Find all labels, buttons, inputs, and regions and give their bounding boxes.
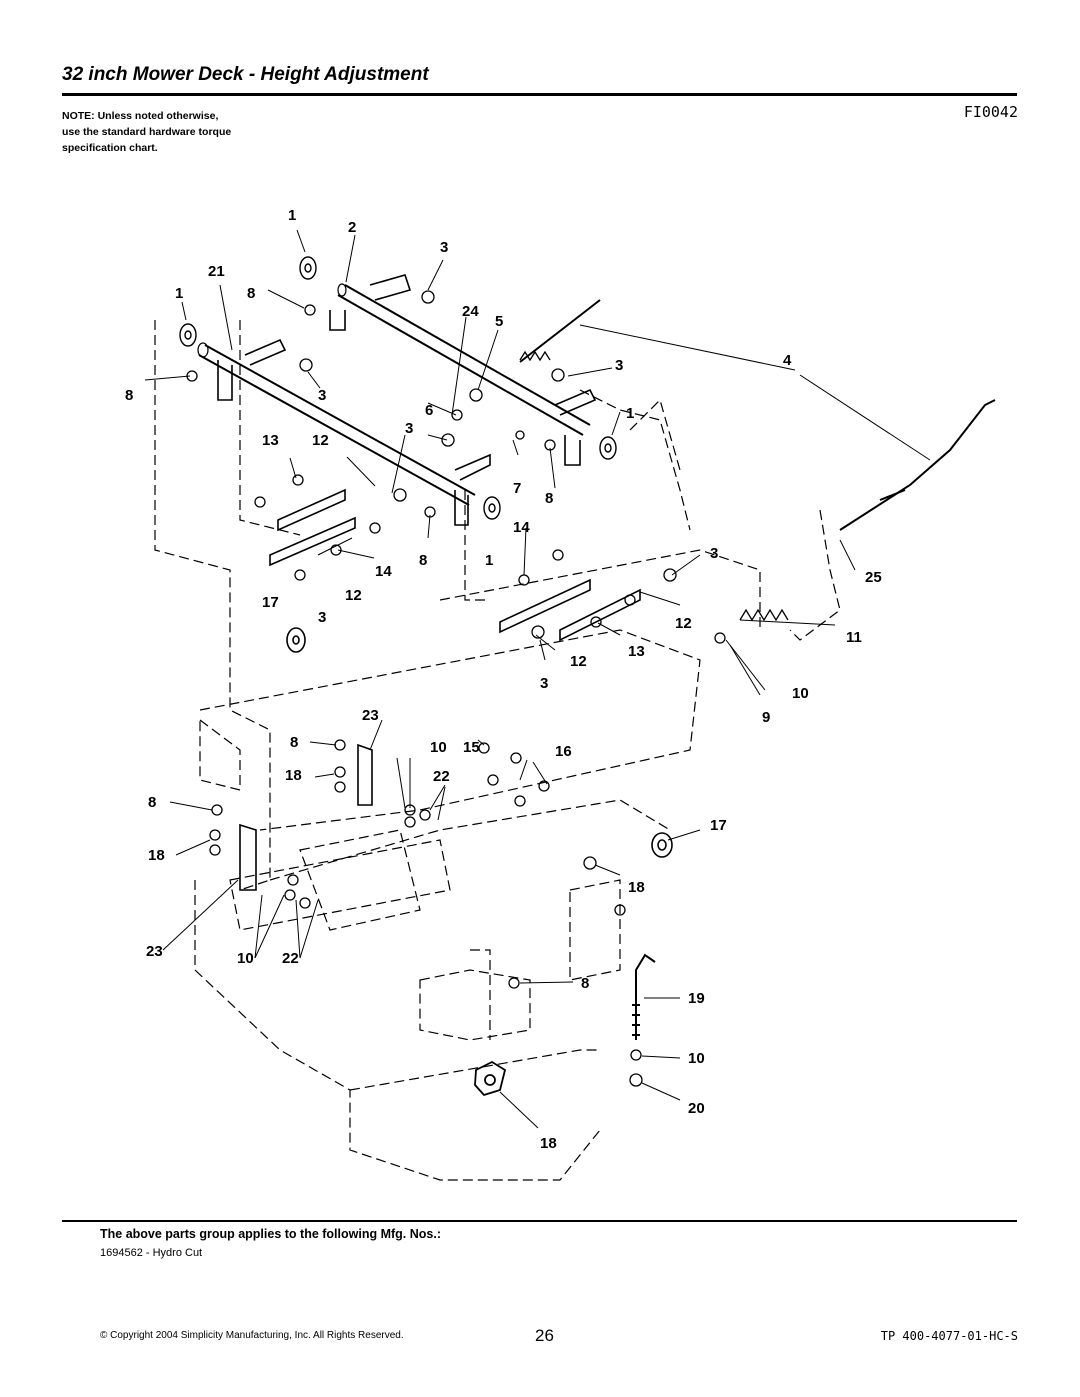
callout-21: 21 [208,263,225,280]
callout-10: 10 [237,950,254,967]
callout-1: 1 [175,285,183,302]
callout-3: 3 [318,387,326,404]
callout-2: 2 [348,219,356,236]
callout-3: 3 [710,545,718,562]
bearings [286,627,673,858]
callout-9: 9 [762,709,770,726]
callout-12: 12 [345,587,362,604]
callout-10: 10 [430,739,447,756]
callout-1: 1 [485,552,493,569]
j-bolt [632,953,656,1040]
callout-18: 18 [148,847,165,864]
callout-8: 8 [125,387,133,404]
callout-7: 7 [513,480,521,497]
callout-3: 3 [318,609,326,626]
applies-heading: The above parts group applies to the fol… [100,1227,441,1241]
callout-18: 18 [540,1135,557,1152]
callout-22: 22 [433,768,450,785]
section-rule [62,1220,1017,1222]
hanger-brackets [239,743,373,891]
callout-3: 3 [440,239,448,256]
callout-3: 3 [540,675,548,692]
callout-16: 16 [555,743,572,760]
bolts-and-nuts [186,290,726,1087]
callout-8: 8 [290,734,298,751]
note-line-2: use the standard hardware torque [62,126,232,138]
callout-4: 4 [783,352,792,369]
callout-23: 23 [362,707,379,724]
callout-8: 8 [148,794,156,811]
adjustment-rod [519,299,996,531]
callout-3: 3 [615,357,623,374]
callout-19: 19 [688,990,705,1007]
callout-14: 14 [513,519,530,536]
callout-5: 5 [495,313,503,330]
callout-8: 8 [247,285,255,302]
callout-leaders [144,229,931,1129]
figure-code: FI0042 [963,103,1018,121]
spacer-washers [179,256,617,520]
callout-24: 24 [462,303,479,320]
callout-12: 12 [312,432,329,449]
callout-17: 17 [262,594,279,611]
front-pivot-shaft [197,342,476,506]
document-number: TP 400-4077-01-HC-S [880,1329,1018,1343]
adjustment-knob [474,1060,507,1097]
height-adjust-straps [269,488,641,642]
shaft-brackets [217,274,597,526]
callout-11: 11 [846,629,862,646]
callout-10: 10 [792,685,809,702]
callout-15: 15 [463,739,480,756]
exploded-parts-diagram: 1232118245348361131237814148131712325121… [125,207,996,1181]
note-line-1: NOTE: Unless noted otherwise, [62,110,219,122]
mfg-number: 1694562 - Hydro Cut [100,1247,203,1259]
callout-6: 6 [425,402,433,419]
deck-outline [154,320,841,1181]
callout-14: 14 [375,563,392,580]
page-title: 32 inch Mower Deck - Height Adjustment [62,64,429,85]
callout-17: 17 [710,817,727,834]
callout-1: 1 [288,207,296,224]
callout-12: 12 [570,653,587,670]
callout-1: 1 [626,405,634,422]
callout-20: 20 [688,1100,705,1117]
callout-18: 18 [628,879,645,896]
callout-23: 23 [146,943,163,960]
callout-25: 25 [865,569,882,586]
callout-8: 8 [581,975,589,992]
callout-3: 3 [405,420,413,437]
rear-pivot-shaft [337,283,591,436]
callout-13: 13 [262,432,279,449]
callout-18: 18 [285,767,302,784]
page-number: 26 [535,1326,554,1345]
note-line-3: specification chart. [62,142,158,154]
title-rule [62,93,1017,96]
callout-10: 10 [688,1050,705,1067]
callout-22: 22 [282,950,299,967]
torque-note: NOTE: Unless noted otherwise, use the st… [62,108,362,156]
callout-8: 8 [419,552,427,569]
callout-8: 8 [545,490,553,507]
callout-12: 12 [675,615,692,632]
callout-13: 13 [628,643,645,660]
springs [519,350,789,622]
copyright-notice: © Copyright 2004 Simplicity Manufacturin… [100,1330,404,1341]
